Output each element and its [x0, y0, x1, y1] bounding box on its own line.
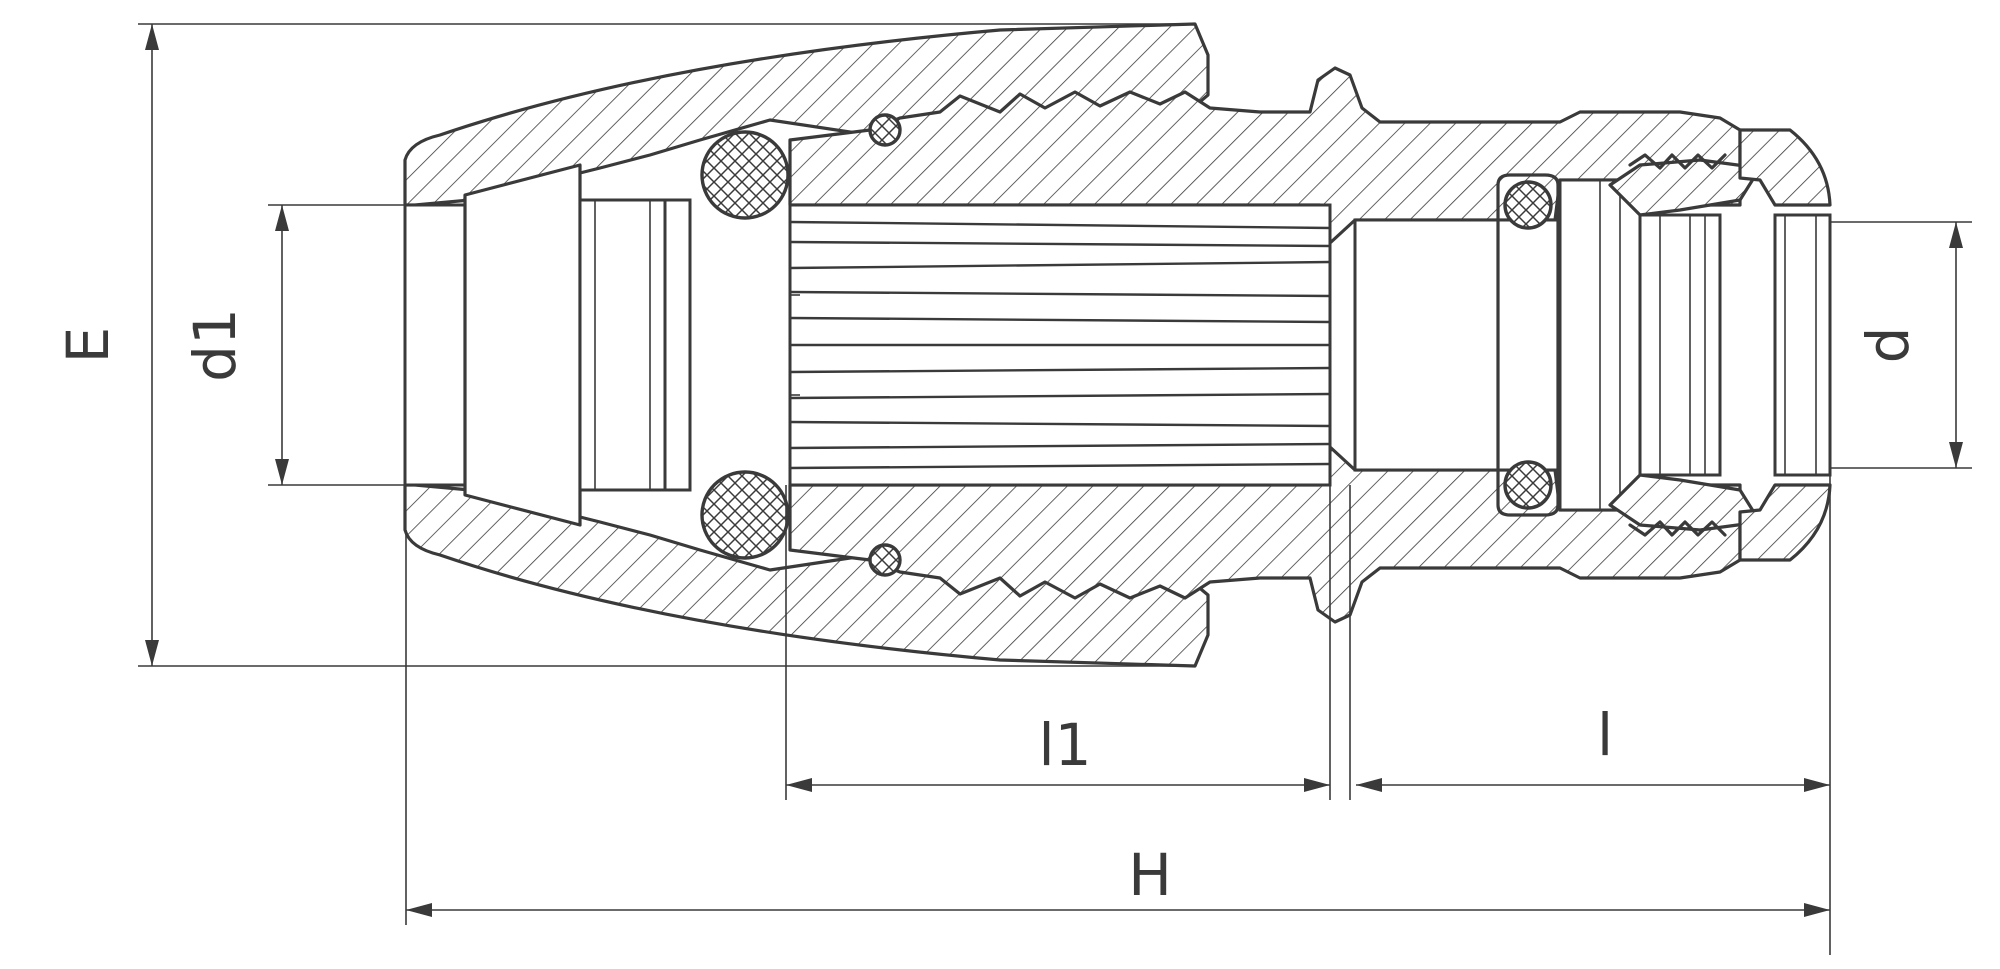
label-d: d	[1854, 327, 1922, 364]
o-rings	[700, 113, 1560, 577]
label-H: H	[1128, 841, 1172, 909]
o-ring-lower-small	[868, 543, 902, 577]
body-section	[788, 66, 1742, 624]
o-ring-upper-large	[700, 130, 790, 220]
label-l1: l1	[1038, 711, 1091, 779]
label-E: E	[54, 327, 122, 364]
label-l: l	[1597, 701, 1613, 769]
bore-grooves	[789, 220, 1331, 470]
o-ring-upper-small	[868, 113, 902, 147]
cap-nut-section	[403, 22, 1210, 668]
o-ring-upper-right	[1503, 180, 1553, 230]
label-d1: d1	[181, 308, 249, 382]
clamp-ring-section	[1608, 128, 1832, 562]
dimension-lines	[138, 23, 1972, 955]
o-ring-lower-large	[700, 470, 790, 560]
o-ring-lower-right	[1503, 460, 1553, 510]
